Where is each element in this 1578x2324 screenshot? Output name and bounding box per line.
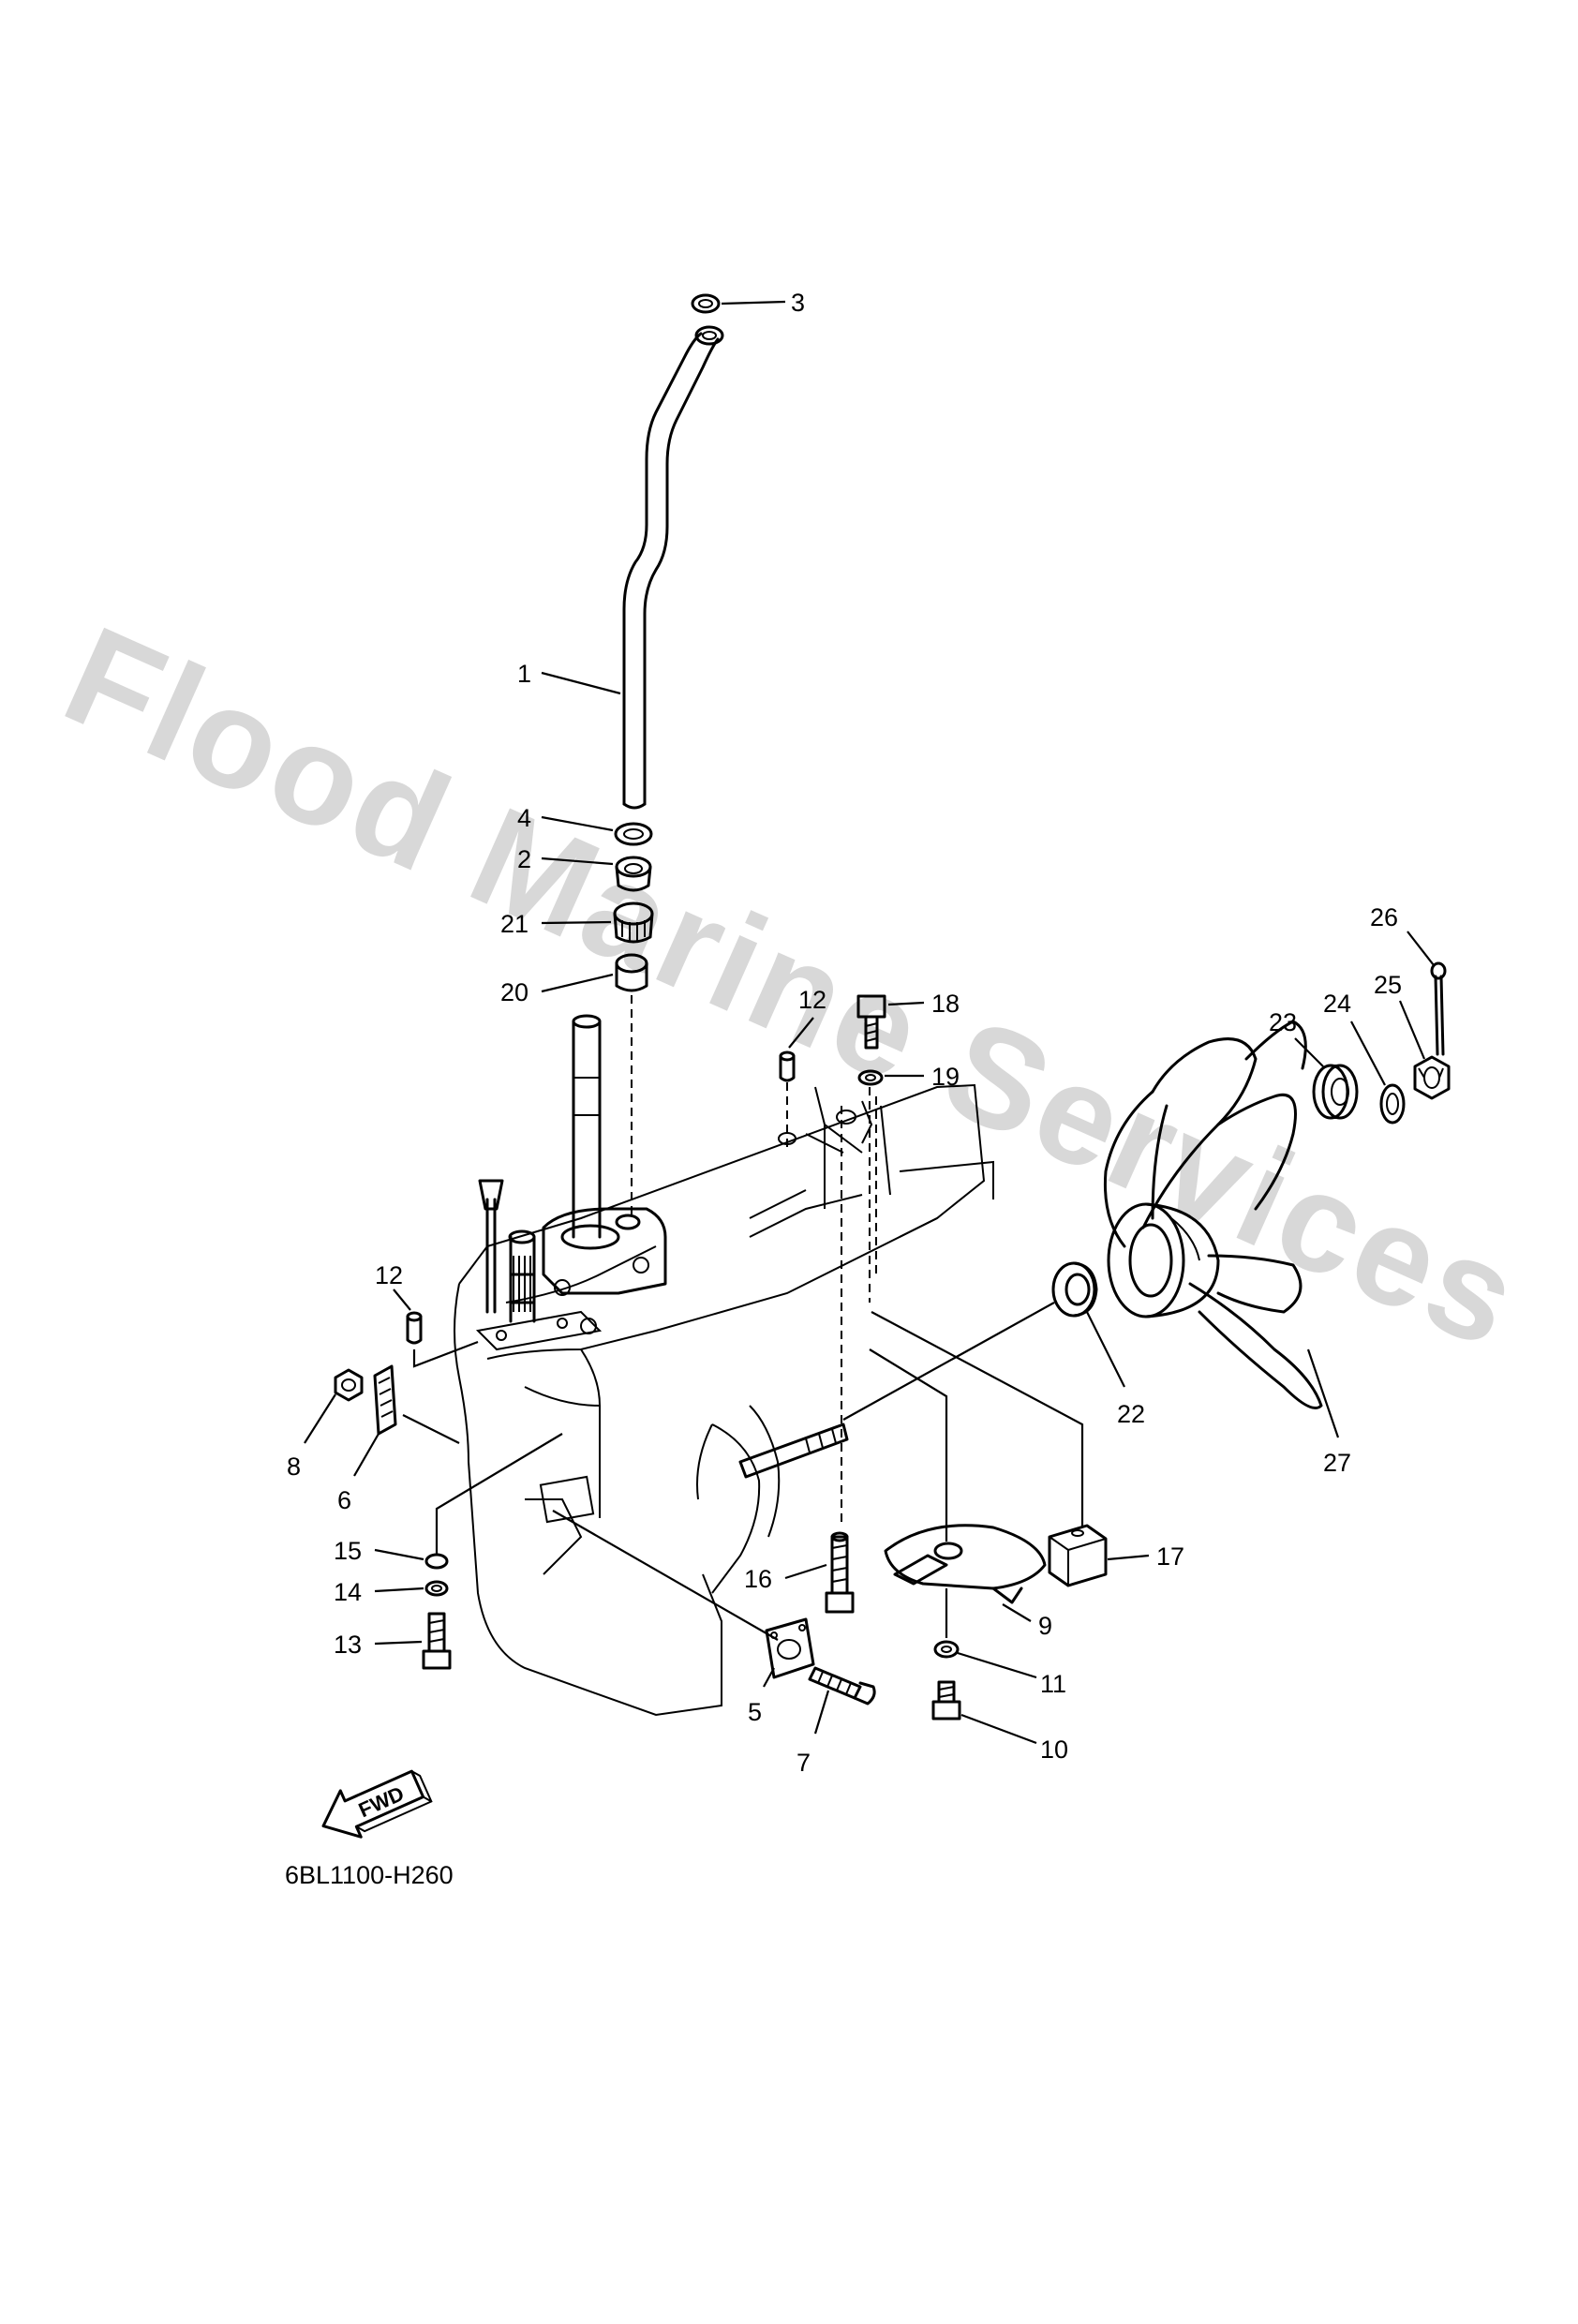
callout-27: 27 [1323, 1449, 1351, 1477]
callout-7: 7 [796, 1749, 811, 1777]
part-27-propeller [1103, 1020, 1323, 1409]
watermark: Flood Marine Services [44, 596, 1543, 1378]
callout-9: 9 [1038, 1612, 1052, 1640]
drawing-code: 6BL1100-H260 [285, 1861, 454, 1889]
part-7-bolt [808, 1666, 876, 1706]
callout-5: 5 [748, 1698, 762, 1726]
callout-22: 22 [1117, 1400, 1145, 1428]
part-11-washer [933, 1640, 960, 1659]
callout-1: 1 [517, 660, 531, 688]
callout-19: 19 [931, 1063, 960, 1091]
callout-21: 21 [500, 910, 528, 938]
part-22-thrust-washer [1051, 1261, 1098, 1318]
part-10-bolt [931, 1680, 961, 1721]
part-9-trim-anode [884, 1524, 1047, 1604]
water-pump-housing [542, 1207, 667, 1296]
callout-16: 16 [744, 1565, 772, 1593]
callout-14: 14 [334, 1578, 362, 1606]
part-8-nut [334, 1368, 364, 1402]
callout-3: 3 [791, 289, 805, 317]
callout-11: 11 [1040, 1670, 1066, 1698]
callout-13: 13 [334, 1631, 362, 1659]
callout-2: 2 [517, 845, 531, 873]
part-16-bolt [825, 1531, 855, 1614]
forward-direction-arrow: FWD [321, 1769, 433, 1839]
shift-rod [508, 1229, 536, 1323]
callout-6: 6 [337, 1486, 351, 1514]
callout-15: 15 [334, 1537, 362, 1565]
part-21-seal [613, 901, 654, 944]
callout-25: 25 [1374, 971, 1402, 999]
part-14-washer [424, 1580, 449, 1597]
callout-8: 8 [287, 1452, 301, 1481]
part-18-bolt [856, 994, 886, 1050]
part-17-anode [1048, 1524, 1108, 1587]
callout-17: 17 [1156, 1542, 1184, 1571]
propeller-shaft [738, 1423, 849, 1479]
shift-plate [475, 1310, 603, 1351]
callout-26: 26 [1370, 903, 1398, 931]
part-12-dowel-upper [779, 1050, 796, 1082]
part-13-bolt [422, 1612, 452, 1670]
part-12-dowel-left [406, 1311, 423, 1345]
callout-23: 23 [1269, 1008, 1297, 1036]
callout-18: 18 [931, 990, 960, 1018]
part-4-seal [614, 822, 653, 846]
callout-4: 4 [517, 804, 531, 832]
part-15-washer [424, 1553, 449, 1570]
part-26-cotter-pin [1430, 961, 1447, 1056]
part-24-washer [1379, 1083, 1406, 1125]
callout-12-upper: 12 [798, 986, 826, 1014]
callout-12-left: 12 [375, 1261, 403, 1289]
part-20-collar [615, 953, 648, 1218]
part-1-water-tube [622, 325, 724, 810]
part-3-grommet [691, 293, 721, 314]
callout-20: 20 [500, 978, 528, 1006]
lower-unit-casing [454, 1083, 994, 1717]
part-6-grommet [373, 1364, 397, 1436]
callout-10: 10 [1040, 1736, 1068, 1764]
part-19-washer [857, 1069, 884, 1086]
part-25-nut [1413, 1055, 1451, 1100]
part-2-grommet [615, 856, 652, 892]
part-23-spacer [1312, 1064, 1359, 1120]
callouts: 3 1 4 2 21 20 12 18 19 12 8 6 15 14 13 1… [287, 289, 1435, 1777]
callout-24: 24 [1323, 990, 1351, 1018]
drive-shaft [572, 1014, 602, 1239]
shift-rod-pin [478, 1179, 504, 1314]
